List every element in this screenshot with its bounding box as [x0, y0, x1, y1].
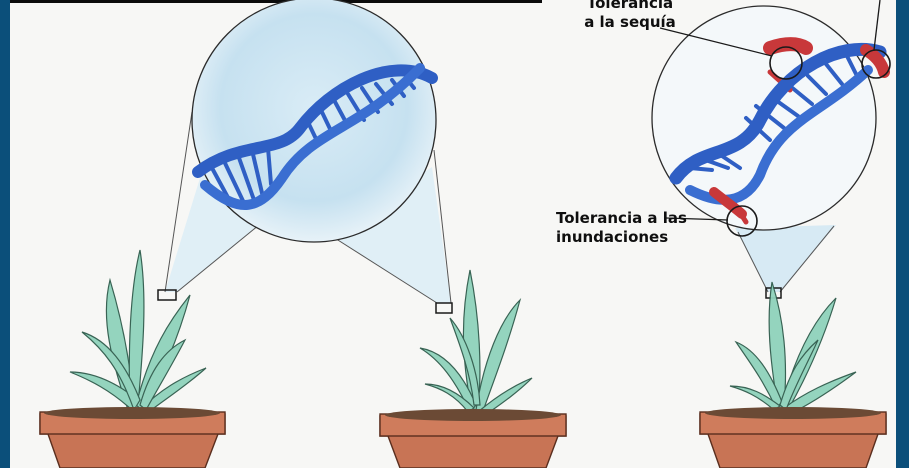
label-flood-line-1: Tolerancia a las — [556, 209, 687, 228]
top-edge-bar — [10, 0, 542, 3]
label-flood-tolerance: Tolerancia a las inundaciones — [556, 209, 687, 247]
label-drought-line-1: Tolerancia — [560, 0, 700, 13]
label-drought-tolerance: Tolerancia a la sequía — [560, 0, 700, 32]
label-flood-line-2: inundaciones — [556, 228, 687, 247]
label-drought-line-2: a la sequía — [560, 13, 700, 32]
